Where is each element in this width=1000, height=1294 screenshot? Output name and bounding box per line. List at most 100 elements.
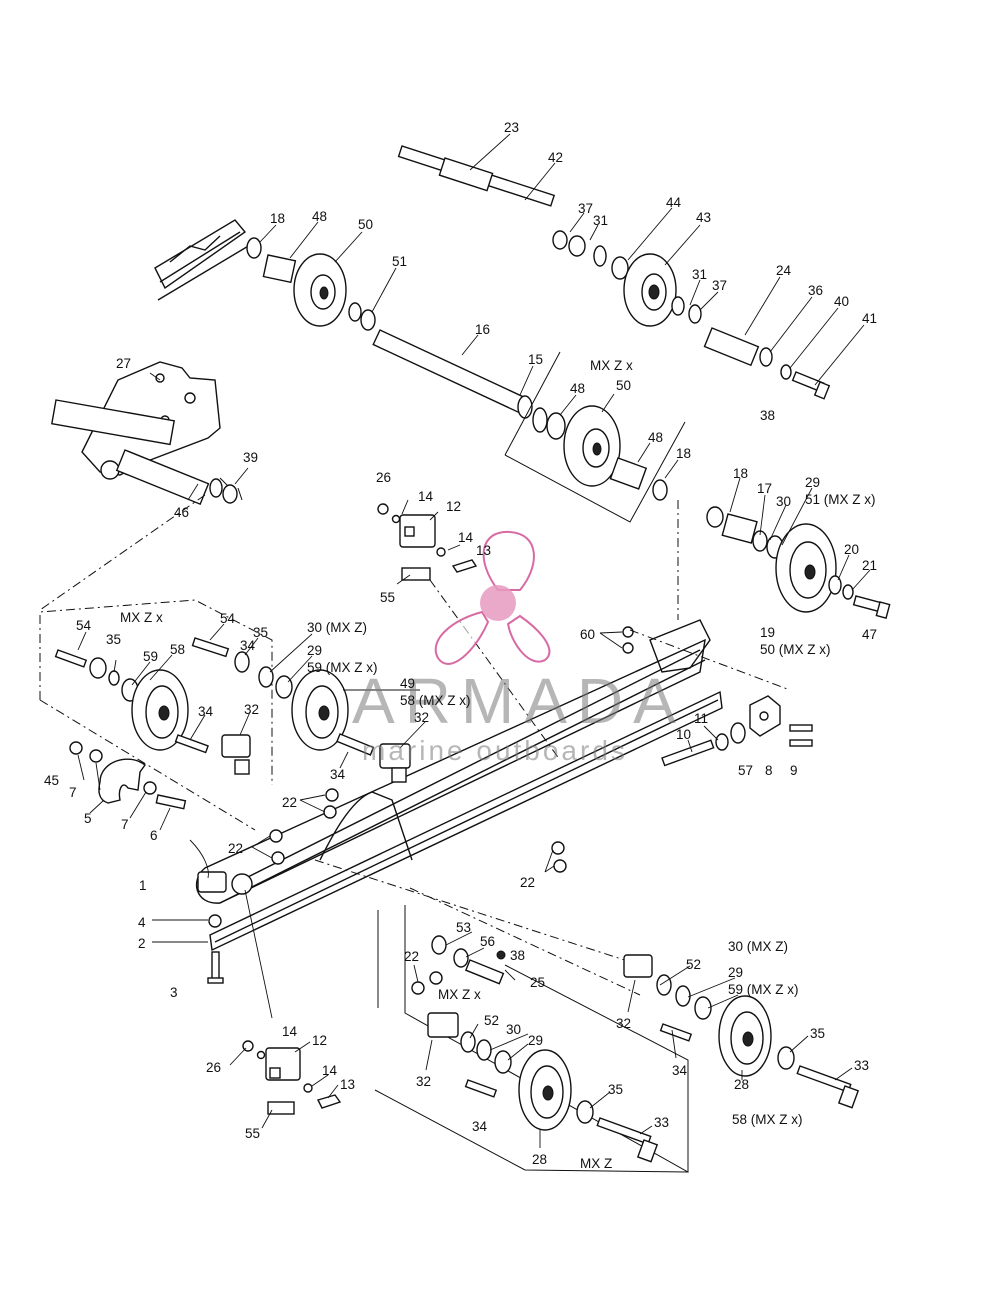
callout-54: 54 (76, 618, 92, 633)
callout-12: 12 (446, 499, 461, 514)
rear-idler-wheel-assembly (706, 506, 891, 619)
callout-47: 47 (862, 627, 877, 642)
callout-13: 13 (476, 543, 491, 558)
callout-44: 44 (666, 195, 682, 210)
callout-35: 35 (253, 625, 268, 640)
callout-46: 46 (174, 505, 189, 520)
callout-24: 24 (776, 263, 792, 278)
callout-52b: 52 (484, 1013, 499, 1028)
callout-16: 16 (475, 322, 490, 337)
watermark-brand: ARMADA (352, 665, 686, 737)
callout-48: 48 (312, 209, 327, 224)
callout-34e: 34 (240, 638, 256, 653)
callout-19: 19 (760, 625, 775, 640)
callout-34: 34 (198, 704, 214, 719)
callout-29d: 29 (528, 1033, 543, 1048)
callout-14c: 14 (282, 1024, 298, 1039)
callout-28: 28 (734, 1077, 749, 1092)
callout-30b: 30 (506, 1022, 521, 1037)
callout-59-mxzx-b: 59 (MX Z x) (728, 982, 799, 997)
callout-11: 11 (694, 711, 708, 726)
stopper-block-assembly-bottom (242, 1040, 342, 1115)
callout-48b: 48 (570, 381, 585, 396)
callout-17: 17 (757, 481, 772, 496)
callout-60: 60 (580, 627, 595, 642)
propeller-blade-left (434, 610, 490, 665)
callout-27: 27 (116, 356, 131, 371)
callout-22c: 22 (520, 875, 535, 890)
callout-32: 32 (244, 702, 259, 717)
callout-30-mxz-b: 30 (MX Z) (728, 939, 788, 954)
callout-55b: 55 (245, 1126, 260, 1141)
callout-38: 38 (760, 408, 775, 423)
callout-15: 15 (528, 352, 543, 367)
callout-34c: 34 (672, 1063, 688, 1078)
callout-55: 55 (380, 590, 395, 605)
callout-13b: 13 (340, 1077, 355, 1092)
callout-mxz-bottom: MX Z (580, 1156, 612, 1171)
callout-18: 18 (270, 211, 285, 226)
callout-mxzx-top: MX Z x (590, 358, 633, 373)
callout-4: 4 (138, 915, 146, 930)
callout-35d: 35 (608, 1082, 623, 1097)
callout-7: 7 (69, 785, 77, 800)
callout-14d: 14 (322, 1063, 338, 1078)
callout-45: 45 (44, 773, 59, 788)
callout-34b: 34 (330, 767, 346, 782)
callout-58-mxzx-b: 58 (MX Z x) (732, 1112, 803, 1127)
callout-28b: 28 (532, 1152, 547, 1167)
callout-58: 58 (170, 642, 185, 657)
callout-30-mxz: 30 (MX Z) (307, 620, 367, 635)
slide-rail-frame (195, 619, 723, 984)
callout-21: 21 (862, 558, 877, 573)
callout-7b: 7 (121, 817, 129, 832)
callout-18b: 18 (676, 446, 691, 461)
rail-nuts (269, 788, 567, 995)
callout-22: 22 (282, 795, 297, 810)
callout-40: 40 (834, 294, 849, 309)
callout-35b: 35 (106, 632, 121, 647)
callout-58-mxzx: 58 (MX Z x) (400, 693, 471, 708)
callout-25: 25 (530, 975, 545, 990)
callout-50b: 50 (616, 378, 631, 393)
callout-54b: 54 (220, 611, 236, 626)
callout-29: 29 (805, 475, 820, 490)
callout-26: 26 (376, 470, 391, 485)
propeller-blade-right (506, 614, 551, 663)
callout-36: 36 (808, 283, 823, 298)
callout-33: 33 (854, 1058, 869, 1073)
callout-41: 41 (862, 311, 877, 326)
propeller-blade-top (482, 530, 535, 591)
callout-51-mxzx: 51 (MX Z x) (805, 492, 876, 507)
callout-29b: 29 (307, 643, 322, 658)
callout-50: 50 (358, 217, 373, 232)
callout-59-mxzx: 59 (MX Z x) (307, 660, 378, 675)
stopper-block-assembly-top (377, 503, 478, 581)
callout-2: 2 (138, 936, 146, 951)
callout-37: 37 (578, 201, 593, 216)
callout-8: 8 (765, 763, 773, 778)
callout-59: 59 (143, 649, 158, 664)
callout-53: 53 (456, 920, 471, 935)
callout-32b: 32 (414, 710, 429, 725)
callout-48c: 48 (648, 430, 663, 445)
callout-12b: 12 (312, 1033, 327, 1048)
callout-31: 31 (593, 213, 608, 228)
upper-idler-axle-assembly (154, 145, 831, 523)
callout-38b: 38 (510, 948, 525, 963)
callout-30: 30 (776, 494, 791, 509)
callout-42: 42 (548, 150, 563, 165)
callout-43: 43 (696, 210, 711, 225)
callout-14: 14 (418, 489, 434, 504)
callout-22d: 22 (404, 949, 419, 964)
callout-57: 57 (738, 763, 753, 778)
callout-22b: 22 (228, 841, 243, 856)
callout-56: 56 (480, 934, 495, 949)
callout-32d: 32 (416, 1074, 431, 1089)
lower-right-wheel-assembly (314, 859, 860, 1109)
callout-9: 9 (790, 763, 798, 778)
callout-14b: 14 (458, 530, 474, 545)
callout-31b: 31 (692, 267, 707, 282)
callout-33b: 33 (654, 1115, 669, 1130)
callout-39: 39 (243, 450, 258, 465)
